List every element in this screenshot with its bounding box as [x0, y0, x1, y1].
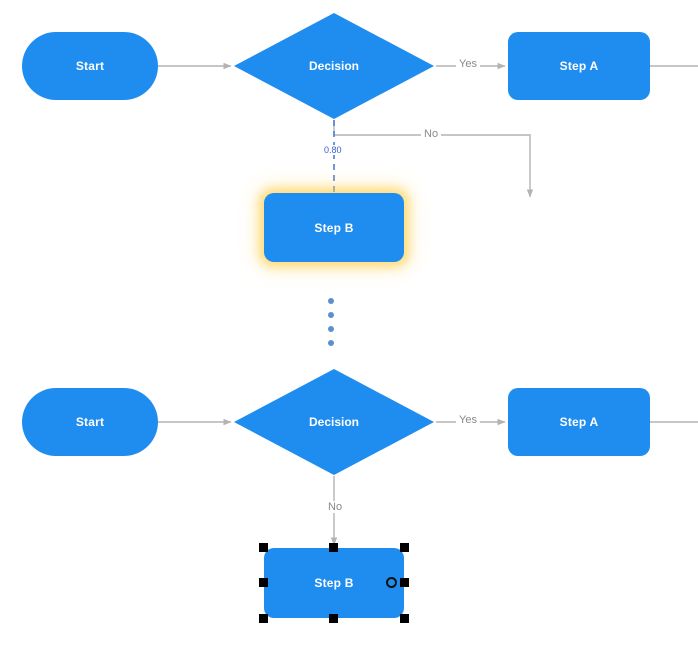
node-decision-bottom[interactable]: Decision [234, 369, 434, 475]
node-label-step-b-top: Step B [314, 220, 354, 235]
resize-handle-bottom-left[interactable] [259, 614, 268, 623]
node-decision-top[interactable]: Decision [234, 13, 434, 119]
resize-handle-bottom-right[interactable] [400, 614, 409, 623]
node-label-step-a-bottom: Step A [559, 415, 599, 429]
diamond-shape-top [234, 13, 434, 119]
node-label-start-top: Start [75, 59, 105, 73]
node-step-a-top[interactable]: Step A [508, 32, 650, 100]
edge-label-no-bottom: No [325, 501, 346, 513]
node-start-bottom[interactable]: Start [22, 388, 158, 456]
edge-label-probability-top: 0.80 [322, 145, 344, 155]
separator-dot [328, 298, 334, 304]
diamond-shape-bottom [234, 369, 434, 475]
node-label-step-a-top: Step A [559, 59, 599, 73]
node-label-start-bottom: Start [75, 415, 105, 429]
node-step-b-top[interactable]: Step B [264, 193, 404, 262]
edge-label-yes-top: Yes [456, 58, 480, 70]
separator-dot [328, 312, 334, 318]
connector-handle-right-circle[interactable] [386, 577, 397, 588]
separator-dot [328, 326, 334, 332]
resize-handle-middle-left[interactable] [259, 578, 268, 587]
edge-label-no-top: No [421, 128, 442, 140]
resize-handle-top-left[interactable] [259, 543, 268, 552]
selection-overlay-step-b[interactable] [259, 543, 409, 623]
resize-handle-top-center[interactable] [329, 543, 338, 552]
resize-handle-top-right[interactable] [400, 543, 409, 552]
diagram-separator [328, 298, 338, 346]
resize-handle-middle-right[interactable] [400, 578, 409, 587]
resize-handle-bottom-center[interactable] [329, 614, 338, 623]
node-step-a-bottom[interactable]: Step A [508, 388, 650, 456]
edge-label-yes-bottom: Yes [456, 414, 480, 426]
node-start-top[interactable]: Start [22, 32, 158, 100]
separator-dot [328, 340, 334, 346]
